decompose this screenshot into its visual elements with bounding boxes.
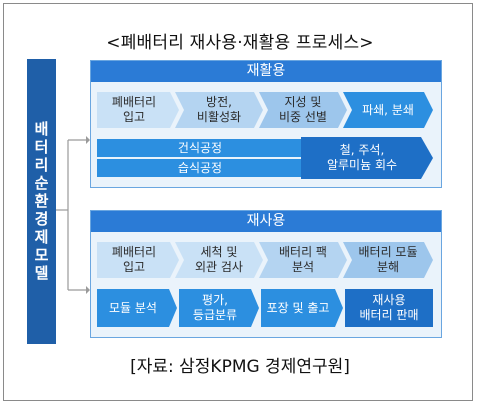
source-note: [자료: 삼정KPMG 경제연구원] xyxy=(130,357,350,377)
reuse-step-packing: 포장 및 출고 xyxy=(261,289,343,327)
vertical-label: 배터리순환경제모델 xyxy=(32,120,50,283)
arrow-head-icon xyxy=(86,286,90,294)
reuse-step-module-analysis: 모듈 분석 xyxy=(97,289,177,327)
recycling-header: 재활용 xyxy=(91,61,441,82)
metal-recovery-step: 철, 주석,알루미늄 회수 xyxy=(301,137,433,179)
wet-process-bar: 습식공정 xyxy=(97,159,303,177)
figure-title: <폐배터리 재사용·재활용 프로세스> xyxy=(106,33,374,53)
arrow-head-icon xyxy=(86,136,90,144)
circular-economy-label-bar: 배터리순환경제모델 xyxy=(27,59,56,344)
recycling-step-discharge: 방전,비활성화 xyxy=(175,92,263,128)
dry-process-bar: 건식공정 xyxy=(97,139,303,157)
reuse-header: 재사용 xyxy=(91,211,441,232)
bracket-connector xyxy=(56,136,90,294)
reuse-step-grading: 평가,등급분류 xyxy=(179,289,259,327)
recycling-step-shredding: 파쇄, 분쇄 xyxy=(343,92,433,128)
